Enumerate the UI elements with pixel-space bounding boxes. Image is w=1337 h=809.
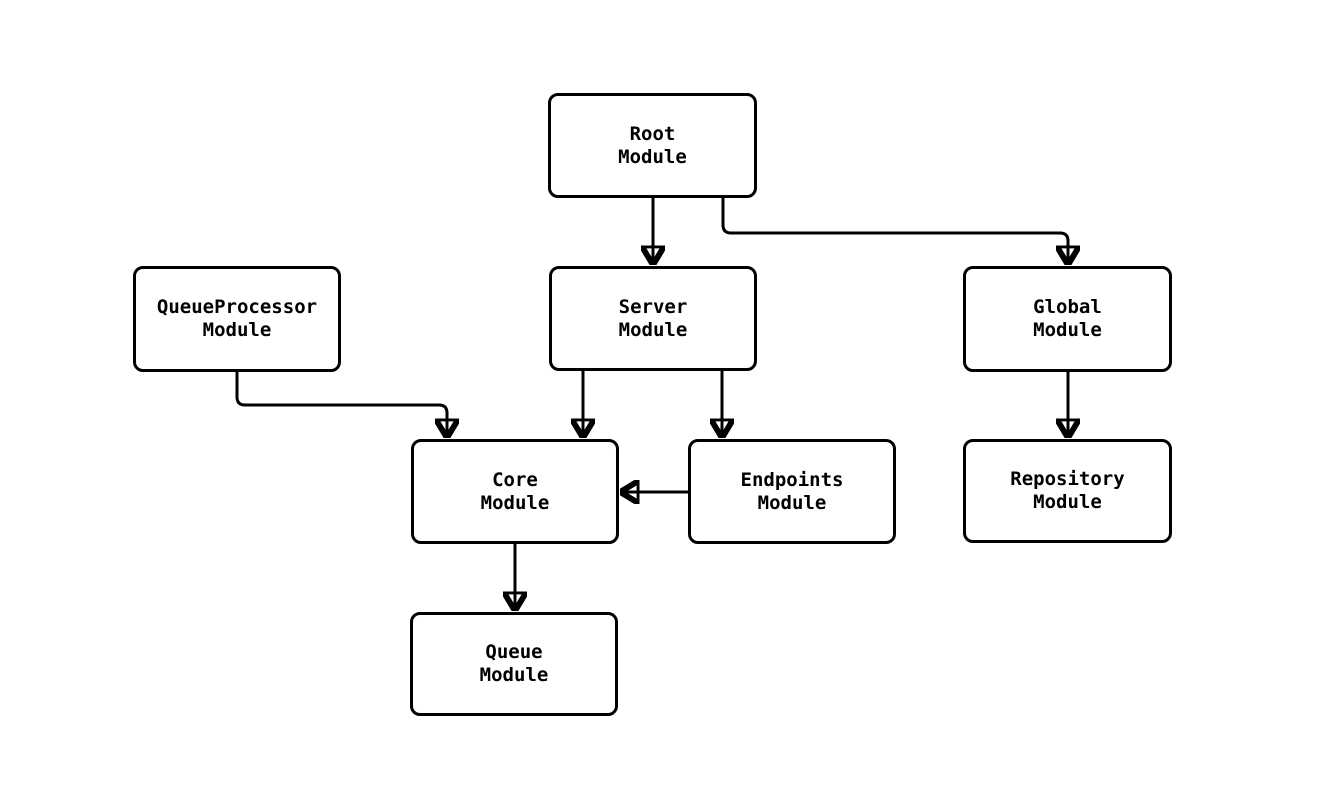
node-label-line: Repository <box>1010 468 1125 490</box>
node-label-line: Root <box>629 122 676 145</box>
node-label-line: Server <box>618 295 688 318</box>
node-label-line: Module <box>479 664 549 686</box>
node-core-module: Core Module <box>411 439 619 544</box>
node-label-line: Module <box>202 319 272 341</box>
edge-root-to-global <box>721 198 1068 264</box>
node-queue-module: Queue Module <box>410 612 618 716</box>
node-label-line: Module <box>1033 491 1102 513</box>
node-label-line: QueueProcessor <box>156 296 318 318</box>
node-server-module: Server Module <box>549 266 757 371</box>
node-label-line: Core <box>492 468 538 491</box>
node-label-line: Queue <box>485 641 543 663</box>
node-endpoints-module: Endpoints Module <box>688 439 896 544</box>
edge-queueprocessor-to-core <box>235 372 447 437</box>
node-label-line: Module <box>757 491 827 514</box>
node-label-line: Module <box>618 318 688 341</box>
node-global-module: Global Module <box>963 266 1172 372</box>
node-repository-module: Repository Module <box>963 439 1172 543</box>
node-label-line: Module <box>1033 319 1102 341</box>
node-label-line: Endpoints <box>740 468 844 491</box>
node-queueprocessor-module: QueueProcessor Module <box>133 266 341 372</box>
node-label-line: Module <box>480 491 550 514</box>
node-label-line: Global <box>1033 296 1102 318</box>
node-root-module: Root Module <box>548 93 757 198</box>
node-label-line: Module <box>618 145 687 168</box>
